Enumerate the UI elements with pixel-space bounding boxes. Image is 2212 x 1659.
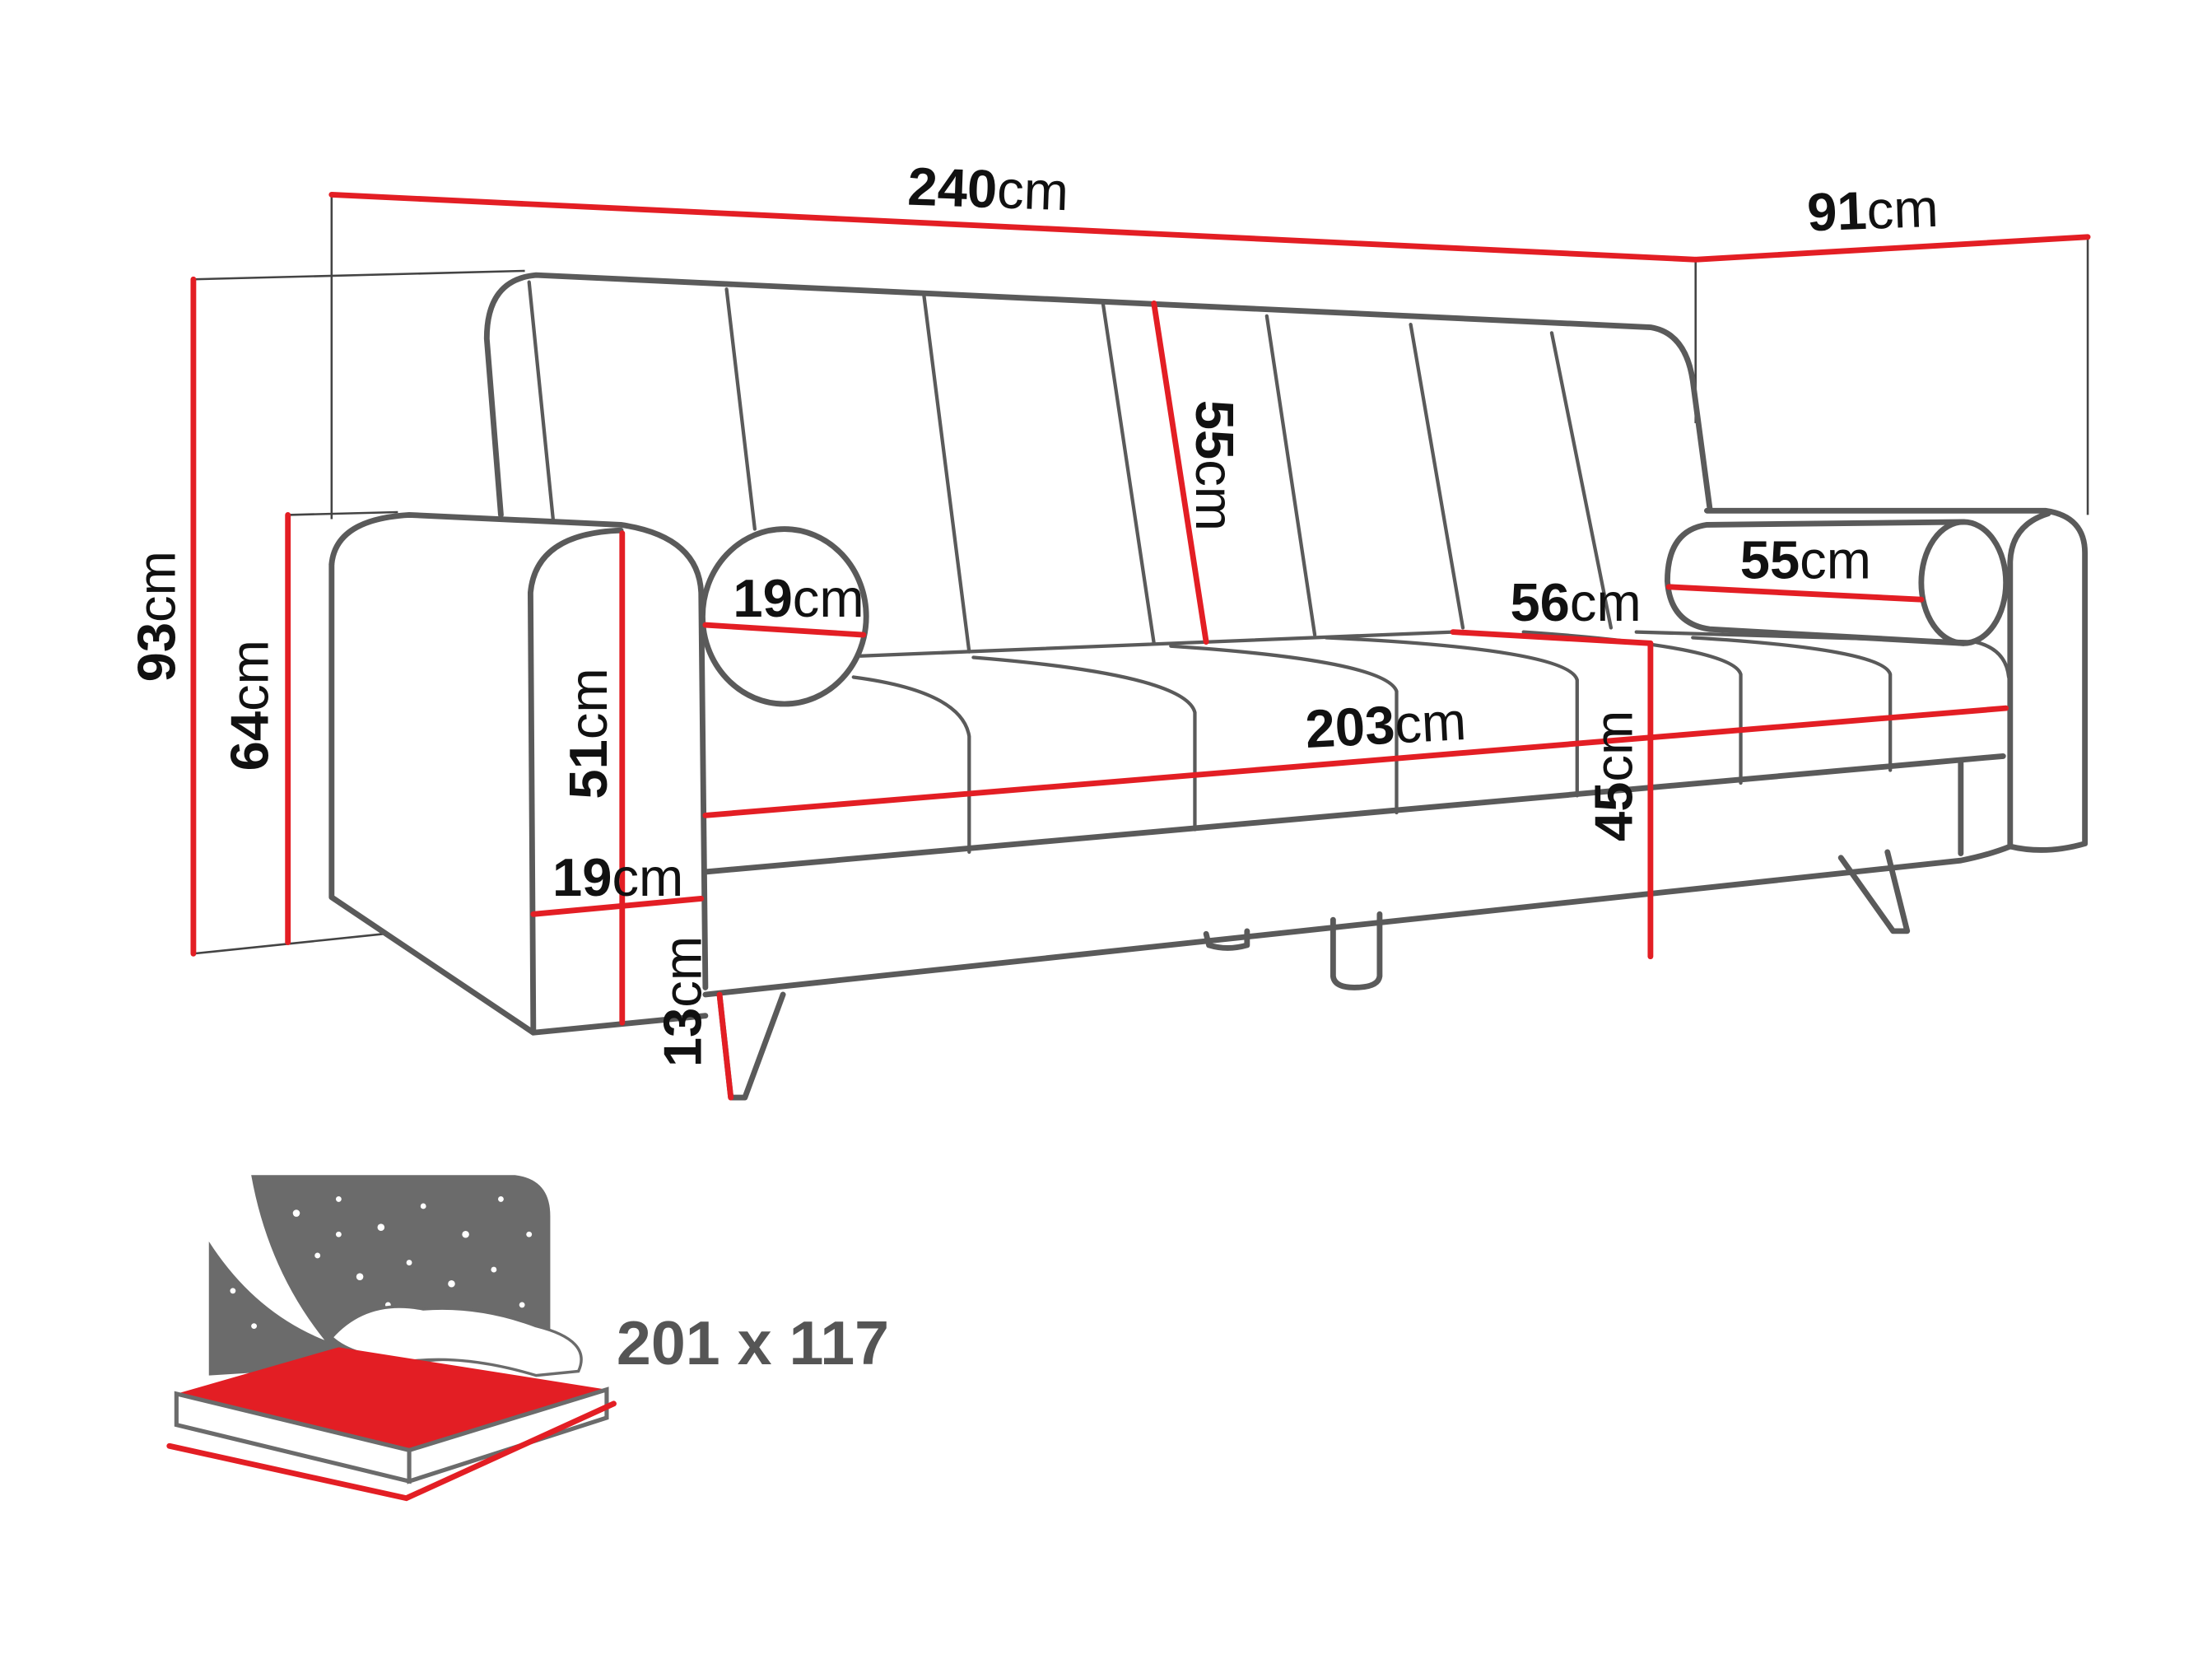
- left-armrest: [328, 511, 709, 990]
- sleeping-area-label: 201 x 117: [617, 1308, 889, 1377]
- label-bolster-diameter: 19cm: [733, 568, 864, 628]
- right-bolster: [1665, 519, 1967, 646]
- label-seat-height: 45cm: [1584, 711, 1644, 841]
- label-total-height: 93cm: [127, 551, 187, 682]
- left-bolster: [700, 526, 869, 707]
- label-bolster-length: 55cm: [1740, 530, 1871, 590]
- label-seat-depth: 56cm: [1510, 572, 1641, 632]
- label-depth: 91cm: [1806, 178, 1940, 243]
- label-total-width: 240cm: [906, 156, 1069, 222]
- seat-cushions: [851, 630, 1893, 855]
- label-armrest-inner-height: 51cm: [558, 668, 618, 799]
- seat-back-edge: [859, 630, 2011, 679]
- label-seat-width: 203cm: [1304, 691, 1468, 759]
- right-armrest: [1703, 507, 2089, 853]
- bed-icon: [166, 1175, 617, 1502]
- label-armrest-height: 64cm: [220, 640, 280, 771]
- dimension-lines: [190, 192, 2091, 1101]
- label-armrest-width: 19cm: [552, 847, 683, 907]
- seat-front: [702, 753, 2006, 875]
- label-leg-height: 13cm: [653, 936, 713, 1067]
- left-armrest-front: [527, 527, 624, 1036]
- backrest-seams: [527, 280, 1614, 654]
- sofa-drawing: [328, 272, 2089, 1101]
- left-armrest-side: [328, 561, 709, 1036]
- label-backrest-height: 55cm: [1185, 400, 1245, 531]
- backrest: [483, 272, 1713, 518]
- base: [702, 843, 2014, 998]
